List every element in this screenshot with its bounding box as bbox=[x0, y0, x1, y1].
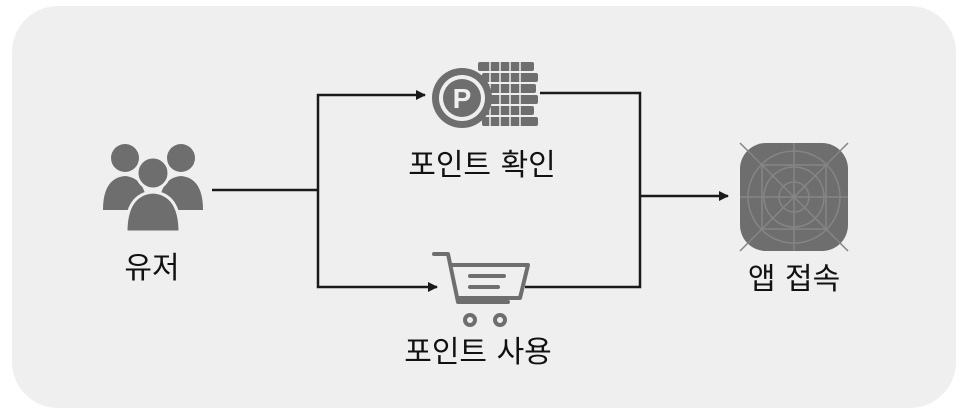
users-group-icon bbox=[103, 144, 203, 234]
connector-point-check-to-merge bbox=[540, 91, 642, 196]
point-check-label: 포인트 확인 bbox=[408, 148, 556, 183]
arrow-to-point-use bbox=[316, 190, 438, 292]
shopping-cart-icon bbox=[432, 252, 530, 327]
app-icon bbox=[739, 142, 849, 252]
app-access-label: 앱 접속 bbox=[747, 262, 841, 297]
svg-text:P: P bbox=[453, 83, 472, 114]
arrow-to-point-check bbox=[316, 90, 426, 190]
user-label: 유저 bbox=[124, 251, 180, 286]
point-coin-stack-icon: P bbox=[432, 62, 538, 128]
connector-point-use-to-merge bbox=[525, 196, 642, 289]
point-use-label: 포인트 사용 bbox=[404, 335, 552, 370]
